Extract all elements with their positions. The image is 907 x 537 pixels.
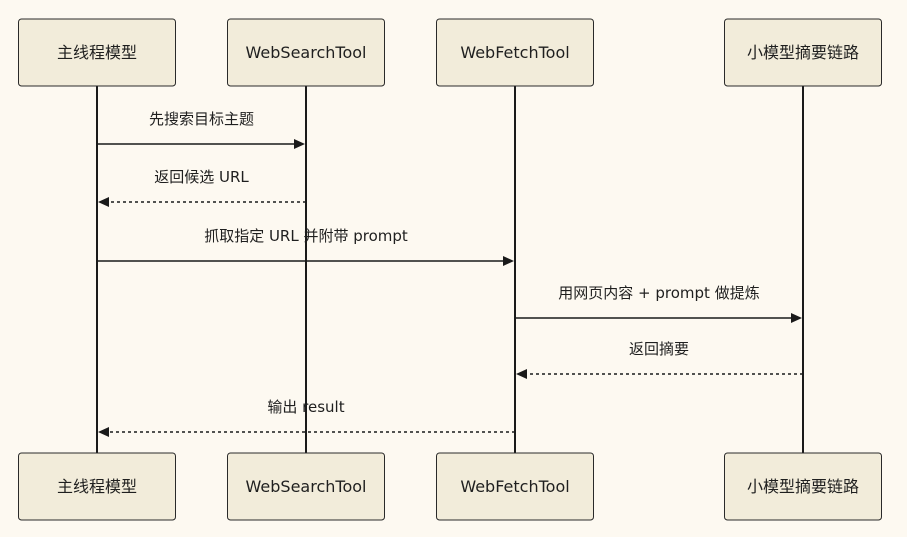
message-4: 用网页内容 + prompt 做提炼 [515, 284, 802, 323]
participant-label: WebFetchTool [460, 477, 569, 496]
arrowhead-icon [98, 197, 109, 207]
participant-label: WebSearchTool [246, 477, 367, 496]
participant-box [227, 452, 385, 521]
message-1: 先搜索目标主题 [97, 110, 305, 149]
participant-main-top: 主线程模型 [18, 18, 176, 87]
participant-small-bottom: 小模型摘要链路 [724, 452, 882, 521]
arrowhead-icon [503, 256, 514, 266]
arrowhead-icon [516, 369, 527, 379]
participant-label: 小模型摘要链路 [747, 477, 859, 496]
participant-label: 主线程模型 [57, 43, 137, 62]
participant-label: 主线程模型 [57, 477, 137, 496]
message-3: 抓取指定 URL 并附带 prompt [97, 227, 514, 266]
message-label: 输出 result [267, 398, 344, 416]
message-label: 抓取指定 URL 并附带 prompt [204, 227, 408, 245]
participant-box [227, 18, 385, 87]
arrowhead-icon [98, 427, 109, 437]
arrowhead-icon [294, 139, 305, 149]
lifelines [96, 86, 804, 453]
participant-small-top: 小模型摘要链路 [724, 18, 882, 87]
participant-box [724, 18, 882, 87]
participant-label: 小模型摘要链路 [747, 43, 859, 62]
participant-box [436, 18, 594, 87]
participant-main-bottom: 主线程模型 [18, 452, 176, 521]
actors: 主线程模型主线程模型WebSearchToolWebSearchToolWebF… [18, 18, 882, 521]
participant-label: WebFetchTool [460, 43, 569, 62]
message-5: 返回摘要 [516, 340, 803, 379]
message-label: 返回摘要 [629, 340, 689, 358]
participant-fetch-bottom: WebFetchTool [436, 452, 594, 521]
participant-search-bottom: WebSearchTool [227, 452, 385, 521]
arrowhead-icon [791, 313, 802, 323]
message-label: 返回候选 URL [154, 168, 249, 186]
participant-box [436, 452, 594, 521]
message-label: 用网页内容 + prompt 做提炼 [558, 284, 759, 302]
participant-box [18, 18, 176, 87]
participant-box [724, 452, 882, 521]
participant-fetch-top: WebFetchTool [436, 18, 594, 87]
message-6: 输出 result [98, 398, 515, 437]
participant-label: WebSearchTool [246, 43, 367, 62]
participant-box [18, 452, 176, 521]
message-label: 先搜索目标主题 [149, 110, 254, 128]
participant-search-top: WebSearchTool [227, 18, 385, 87]
message-2: 返回候选 URL [98, 168, 306, 207]
